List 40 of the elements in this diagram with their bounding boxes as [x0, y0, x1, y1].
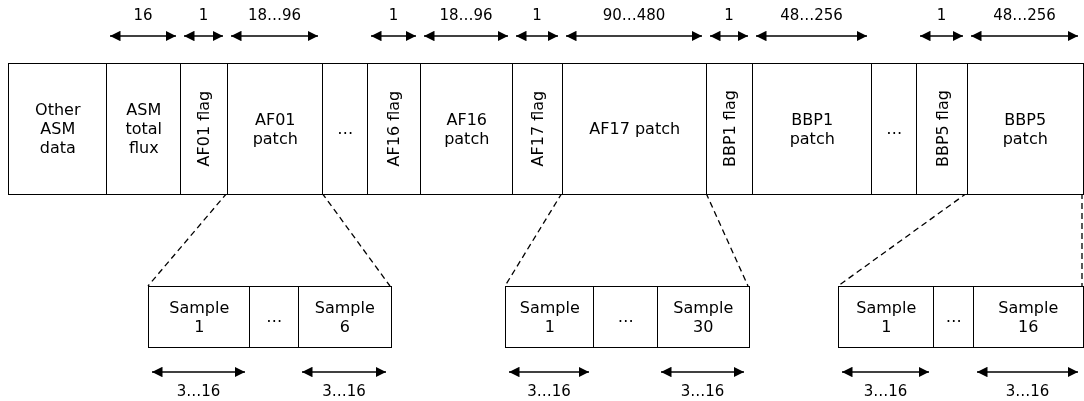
dimension-label: 1 [388, 6, 399, 24]
dimension-label: 3…16 [527, 382, 571, 400]
field-cell: Sample 1 [148, 286, 251, 348]
dimension-label: 18…96 [247, 6, 302, 24]
dimension-label: 3…16 [863, 382, 908, 400]
field-cell: Sample 1 [838, 286, 935, 348]
field-cell: ASM total flux [106, 63, 182, 195]
dimension-label: 90…480 [602, 6, 666, 24]
field-cell: … [322, 63, 369, 195]
flag-cell: AF17 flag [512, 63, 564, 195]
field-cell: AF16 patch [420, 63, 514, 195]
field-cell: Sample 6 [298, 286, 392, 348]
field-cell: Other ASM data [8, 63, 108, 195]
flag-cell: BBP1 flag [706, 63, 754, 195]
field-cell: … [593, 286, 659, 348]
flag-cell: AF01 flag [180, 63, 229, 195]
dimension-label: 48…256 [993, 6, 1056, 24]
field-cell: Sample 30 [657, 286, 750, 348]
field-cell: BBP1 patch [752, 63, 873, 195]
field-cell: … [933, 286, 975, 348]
dimension-label: 3…16 [176, 382, 221, 400]
field-cell: Sample 1 [505, 286, 595, 348]
dimension-label: 16 [133, 6, 153, 24]
field-cell: … [249, 286, 300, 348]
dimension-label: 1 [936, 6, 947, 24]
dimension-label: 18…96 [439, 6, 493, 24]
field-cell: … [871, 63, 918, 195]
dimension-label: 1 [724, 6, 734, 24]
dimension-label: 3…16 [322, 382, 366, 400]
dimension-label: 3…16 [1005, 382, 1050, 400]
dimension-label: 1 [532, 6, 542, 24]
flag-cell: AF16 flag [367, 63, 422, 195]
field-cell: BBP5 patch [967, 63, 1084, 195]
field-cell: AF01 patch [227, 63, 324, 195]
field-cell: Sample 16 [973, 286, 1084, 348]
dimension-label: 3…16 [680, 382, 725, 400]
dimension-label: 48…256 [780, 6, 843, 24]
field-cell: AF17 patch [562, 63, 708, 195]
dimension-label: 1 [198, 6, 209, 24]
flag-cell: BBP5 flag [916, 63, 969, 195]
